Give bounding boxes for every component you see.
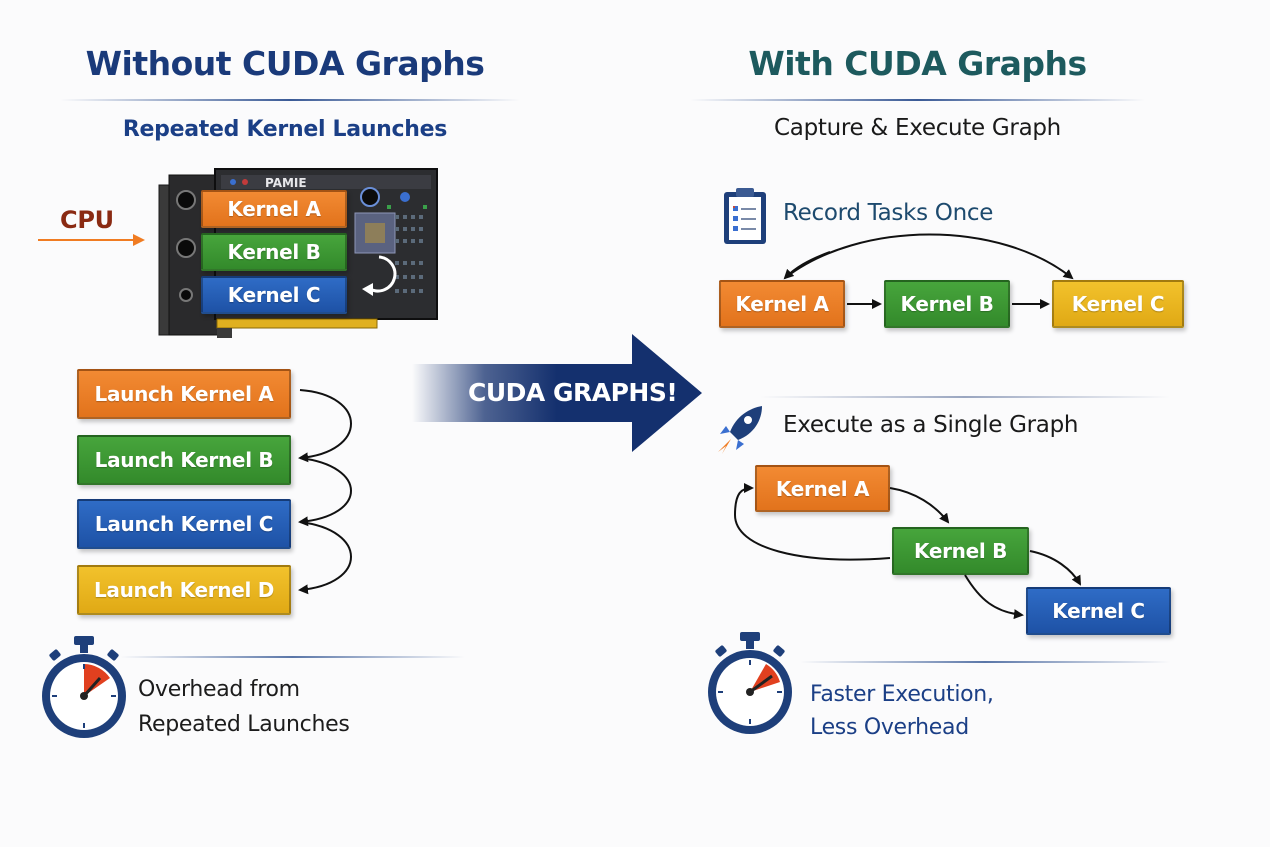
record-arc <box>784 233 1074 280</box>
execute-kernel-b: Kernel B <box>892 527 1029 575</box>
left-subtitle: Repeated Kernel Launches <box>122 117 448 142</box>
right-footer-line2: Less Overhead <box>810 715 969 740</box>
record-kernel-b: Kernel B <box>884 280 1010 328</box>
left-footer-line2: Repeated Launches <box>138 712 350 737</box>
cuda-graphs-arrow <box>412 334 704 452</box>
left-footer-line1: Overhead from <box>138 677 300 702</box>
rocket-icon <box>712 402 768 456</box>
clipboard-icon <box>722 186 770 246</box>
launch-kernel-b: Launch Kernel B <box>77 435 291 485</box>
launch-loop-bc <box>298 457 352 527</box>
left-title: Without CUDA Graphs <box>85 44 485 83</box>
cuda-graphs-arrow-label: CUDA GRAPHS! <box>468 378 678 407</box>
execute-label: Execute as a Single Graph <box>783 412 1079 438</box>
record-arc-start <box>783 251 831 280</box>
left-footer-rule <box>120 656 465 658</box>
gpu-kernel-a: Kernel A <box>201 190 347 228</box>
right-mid-rule <box>760 396 1170 398</box>
record-kernel-c: Kernel C <box>1052 280 1184 328</box>
stopwatch-icon <box>704 630 796 738</box>
record-kernel-a: Kernel A <box>719 280 845 328</box>
execute-arrow-bc <box>1029 550 1081 586</box>
record-label: Record Tasks Once <box>783 200 994 226</box>
gpu-card-label: PAMIE <box>265 176 307 190</box>
launch-loop-ab <box>298 389 352 463</box>
right-title: With CUDA Graphs <box>748 44 1087 83</box>
execute-kernel-a: Kernel A <box>755 465 890 512</box>
gpu-kernel-b: Kernel B <box>201 233 347 271</box>
gpu-kernel-c: Kernel C <box>201 276 347 314</box>
execute-arrow-ab <box>889 487 950 524</box>
execute-kernel-c: Kernel C <box>1026 587 1171 635</box>
cpu-label: CPU <box>60 206 114 234</box>
left-title-rule <box>60 99 520 101</box>
launch-kernel-a: Launch Kernel A <box>77 369 291 419</box>
launch-kernel-c: Launch Kernel C <box>77 499 291 549</box>
right-footer-rule <box>800 661 1170 663</box>
right-title-rule <box>690 99 1145 101</box>
right-subtitle: Capture & Execute Graph <box>774 115 1061 141</box>
stopwatch-icon <box>38 634 130 742</box>
right-footer-line1: Faster Execution, <box>810 682 994 707</box>
launch-kernel-d: Launch Kernel D <box>77 565 291 615</box>
execute-arrow-bc-low <box>964 574 1024 620</box>
launch-loop-cd <box>298 521 352 595</box>
